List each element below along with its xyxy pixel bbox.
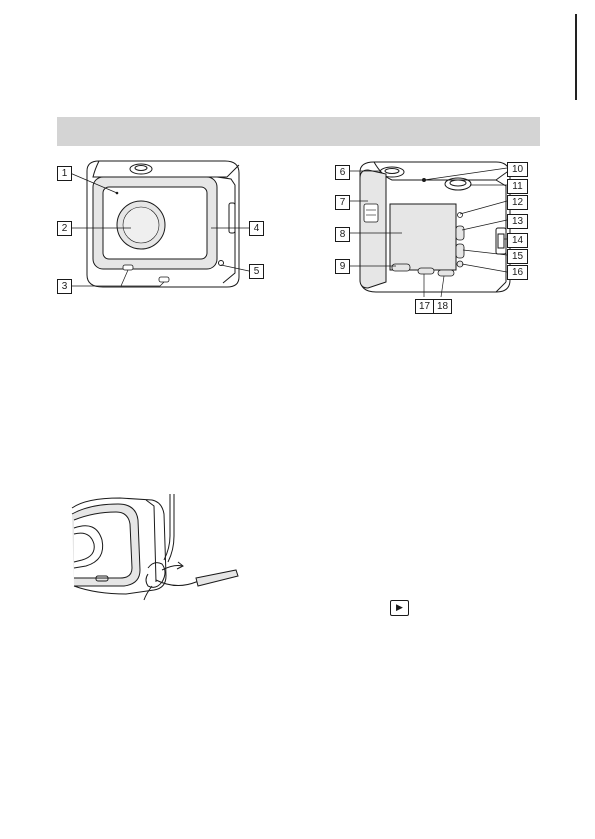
callout-4: 4 [249,221,264,236]
callout-7: 7 [335,195,350,210]
strap-attachment-illustration [66,490,241,610]
callout-8: 8 [335,227,350,242]
callout-18: 18 [433,299,452,314]
camera-front-view-illustration [55,155,280,315]
callout-6: 6 [335,165,350,180]
callout-15: 15 [507,249,528,264]
callout-13: 13 [507,214,528,229]
callout-2: 2 [57,221,72,236]
playback-button-icon: ▶ [390,600,409,616]
callout-3: 3 [57,279,72,294]
margin-vertical-rule [575,14,577,100]
callout-1: 1 [57,166,72,181]
callout-17: 17 [415,299,434,314]
callout-5: 5 [249,264,264,279]
callout-10: 10 [507,162,528,177]
callout-9: 9 [335,259,350,274]
callout-12: 12 [507,195,528,210]
callout-11: 11 [507,179,528,194]
callout-16: 16 [507,265,528,280]
section-header-band [57,117,540,146]
callout-14: 14 [507,233,528,248]
